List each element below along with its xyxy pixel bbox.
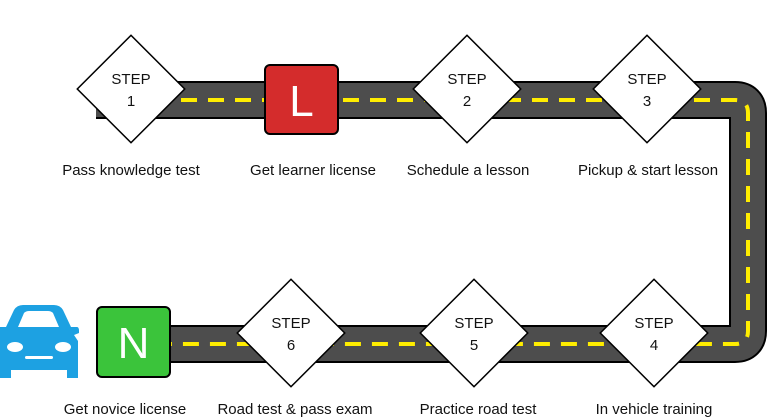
step-word: STEP xyxy=(447,71,486,88)
step-diamond xyxy=(412,34,522,144)
learner-license-badge: L xyxy=(264,64,339,135)
step-diamond xyxy=(419,278,529,388)
novice-license-badge: N xyxy=(96,306,171,378)
step-diamond xyxy=(592,34,702,144)
caption-step-2: Schedule a lesson xyxy=(407,162,530,179)
caption-step-1: Pass knowledge test xyxy=(62,162,200,179)
caption-learner-license: Get learner license xyxy=(250,162,376,179)
step-diamond xyxy=(236,278,346,388)
caption-step-5: Practice road test xyxy=(420,401,538,418)
step-4-marker: STEP 4 xyxy=(599,278,709,388)
step-number: 5 xyxy=(470,337,478,354)
step-3-marker: STEP 3 xyxy=(592,34,702,144)
step-word: STEP xyxy=(634,315,673,332)
novice-badge-letter: N xyxy=(118,319,150,368)
step-word: STEP xyxy=(454,315,493,332)
step-diamond xyxy=(76,34,186,144)
step-word: STEP xyxy=(111,71,150,88)
road xyxy=(96,81,767,363)
caption-step-6: Road test & pass exam xyxy=(217,401,372,418)
step-number: 4 xyxy=(650,337,658,354)
caption-step-4: In vehicle training xyxy=(596,401,713,418)
step-word: STEP xyxy=(627,71,666,88)
learner-badge-letter: L xyxy=(289,77,313,126)
step-number: 3 xyxy=(643,93,651,110)
car-icon xyxy=(0,305,79,378)
step-6-marker: STEP 6 xyxy=(236,278,346,388)
step-word: STEP xyxy=(271,315,310,332)
novice-badge-square xyxy=(96,306,171,378)
step-5-marker: STEP 5 xyxy=(419,278,529,388)
learner-badge-square xyxy=(264,64,339,135)
step-number: 1 xyxy=(127,93,135,110)
caption-novice-license: Get novice license xyxy=(64,401,187,418)
step-1-marker: STEP 1 xyxy=(76,34,186,144)
step-2-marker: STEP 2 xyxy=(412,34,522,144)
step-diamond xyxy=(599,278,709,388)
road-center-dashes xyxy=(100,98,750,346)
step-number: 2 xyxy=(463,93,471,110)
caption-step-3: Pickup & start lesson xyxy=(578,162,718,179)
step-number: 6 xyxy=(287,337,295,354)
